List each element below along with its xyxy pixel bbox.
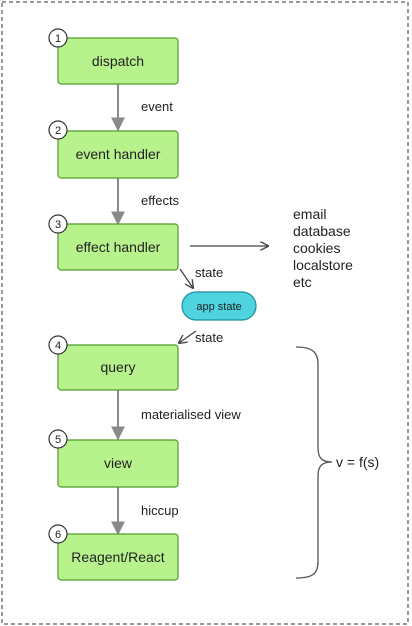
curly-brace (295, 346, 333, 579)
step-reagent-react: Reagent/React (57, 533, 179, 581)
side-effect-item: database (293, 223, 351, 239)
step-number-text: 5 (55, 434, 61, 446)
step-view: view (57, 439, 179, 488)
step-query: query (57, 344, 179, 391)
step-label: event handler (76, 146, 161, 162)
arrow-app-state-to-query (179, 330, 197, 343)
step-number-text: 2 (55, 125, 61, 137)
step-number-5: 5 (48, 429, 68, 449)
side-effect-item: localstore (293, 257, 353, 273)
step-label: dispatch (92, 53, 144, 69)
step-number-2: 2 (48, 120, 68, 140)
formula-label: v = f(s) (336, 454, 379, 470)
side-effects-list: email database cookies localstore etc (293, 206, 353, 290)
step-number-text: 4 (55, 340, 61, 352)
edge-label-effects: effects (141, 193, 180, 208)
arrow-effect-handler-to-app-state (179, 268, 193, 288)
step-effect-handler: effect handler (57, 223, 179, 271)
app-state-label: app state (196, 301, 241, 313)
step-label: Reagent/React (71, 549, 165, 565)
step-number-text: 6 (55, 529, 61, 541)
edge-label-state-out: state (195, 265, 223, 280)
step-label: view (104, 455, 133, 471)
step-number-text: 1 (55, 33, 61, 45)
step-number-1: 1 (48, 28, 68, 48)
side-effect-item: cookies (293, 240, 340, 256)
app-state-node: app state (181, 291, 257, 321)
step-number-text: 3 (55, 219, 61, 231)
step-dispatch: dispatch (57, 37, 179, 85)
step-number-3: 3 (48, 214, 68, 234)
step-event-handler: event handler (57, 130, 179, 179)
side-effect-item: email (293, 206, 326, 222)
edge-label-materialised-view: materialised view (141, 407, 241, 422)
edge-label-event: event (141, 99, 173, 114)
step-label: query (100, 359, 135, 375)
edge-label-hiccup: hiccup (141, 503, 179, 518)
step-label: effect handler (76, 239, 161, 255)
step-number-6: 6 (48, 524, 68, 544)
side-effect-item: etc (293, 274, 312, 290)
edge-label-state-in: state (195, 330, 223, 345)
step-number-4: 4 (48, 335, 68, 355)
